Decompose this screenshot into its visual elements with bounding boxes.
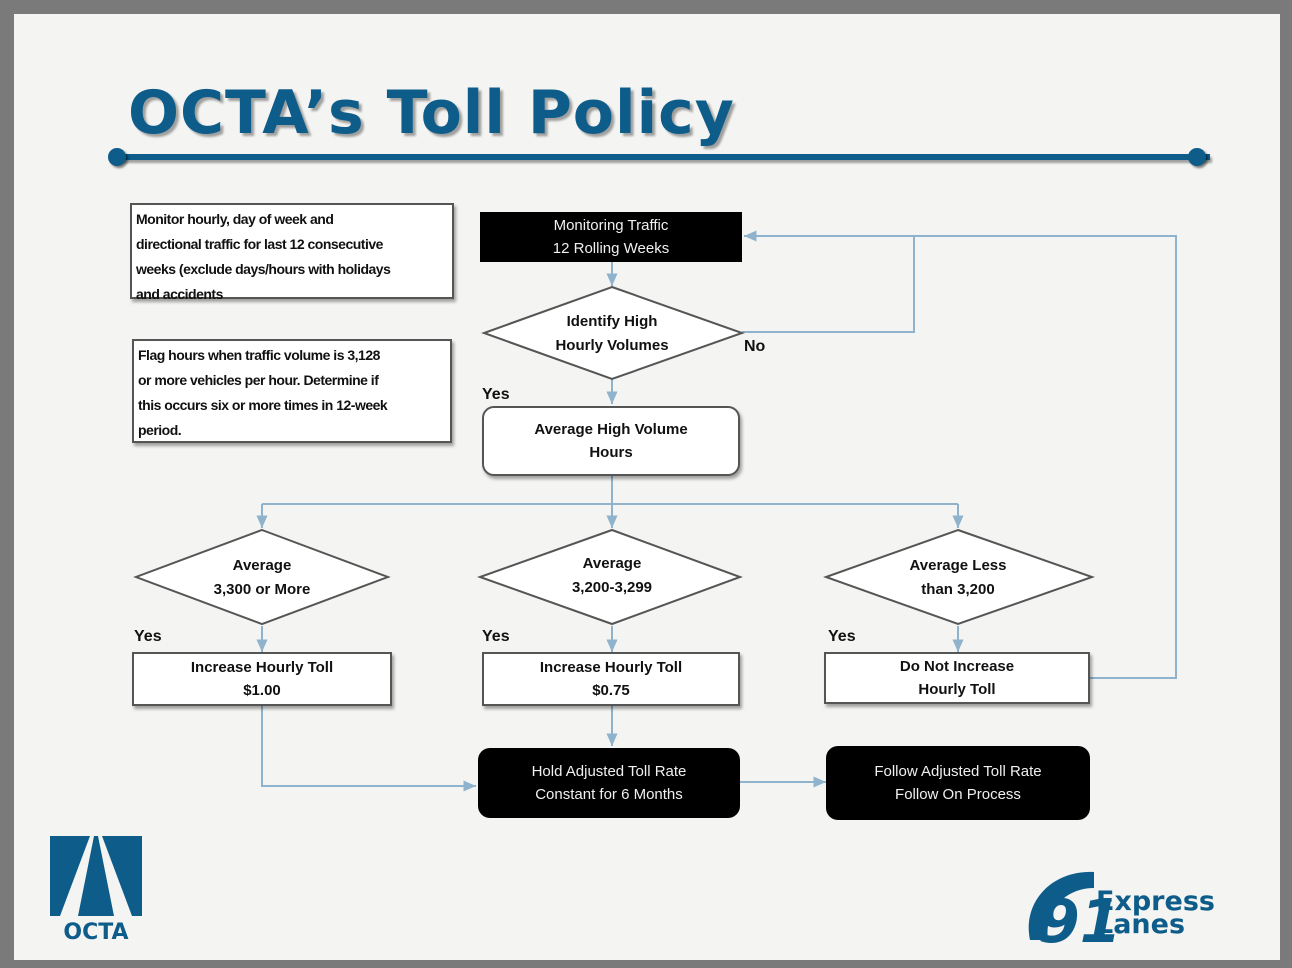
page-title: OCTA’s Toll Policy	[128, 78, 735, 148]
connector-return-loop	[914, 235, 1177, 679]
node-average-less-3200-label: Average Less than 3,200	[909, 557, 1007, 598]
diamond-average-less-3200	[823, 528, 1096, 626]
node-average-high-volume-hours: Average High Volume Hours	[482, 406, 740, 476]
rule-left-dot	[108, 148, 126, 166]
diamond-average-3200-3299	[477, 528, 743, 626]
express-lanes-text: Express Lanes	[1096, 886, 1215, 940]
label-yes-identify: Yes	[482, 386, 510, 403]
octa-logo-icon	[50, 836, 142, 916]
node-identify-label: Identify High Hourly Volumes	[555, 313, 669, 354]
diamond-identify	[481, 285, 745, 381]
node-follow-toll-rate: Follow Adjusted Toll Rate Follow On Proc…	[826, 746, 1090, 820]
node-monitoring-traffic: Monitoring Traffic 12 Rolling Weeks	[480, 212, 742, 262]
express-lanes-logo-icon: 91	[1028, 871, 1122, 952]
express-lanes-number: 91	[1038, 887, 1122, 952]
note-monitor: Monitor hourly, day of week and directio…	[130, 203, 454, 302]
node-hold-toll-rate: Hold Adjusted Toll Rate Constant for 6 M…	[478, 748, 740, 818]
title-rule	[112, 154, 1210, 160]
label-yes-right: Yes	[828, 628, 856, 645]
label-yes-left: Yes	[134, 628, 162, 645]
octa-logo-text: OCTA	[63, 920, 129, 945]
diamond-average-3300	[133, 528, 391, 626]
node-increase-toll-1: Increase Hourly Toll $1.00	[132, 652, 392, 706]
node-increase-toll-075: Increase Hourly Toll $0.75	[482, 652, 740, 706]
connector-left-to-hold	[261, 706, 476, 792]
label-no: No	[744, 338, 766, 355]
node-do-not-increase: Do Not Increase Hourly Toll	[824, 652, 1090, 704]
label-yes-mid: Yes	[482, 628, 510, 645]
connector-no-loop	[742, 230, 915, 333]
note-flag: Flag hours when traffic volume is 3,128 …	[132, 339, 452, 443]
node-average-3200-3299-label: Average 3,200-3,299	[571, 555, 653, 596]
node-average-3300-label: Average 3,300 or More	[213, 557, 311, 598]
rule-right-dot	[1188, 148, 1206, 166]
